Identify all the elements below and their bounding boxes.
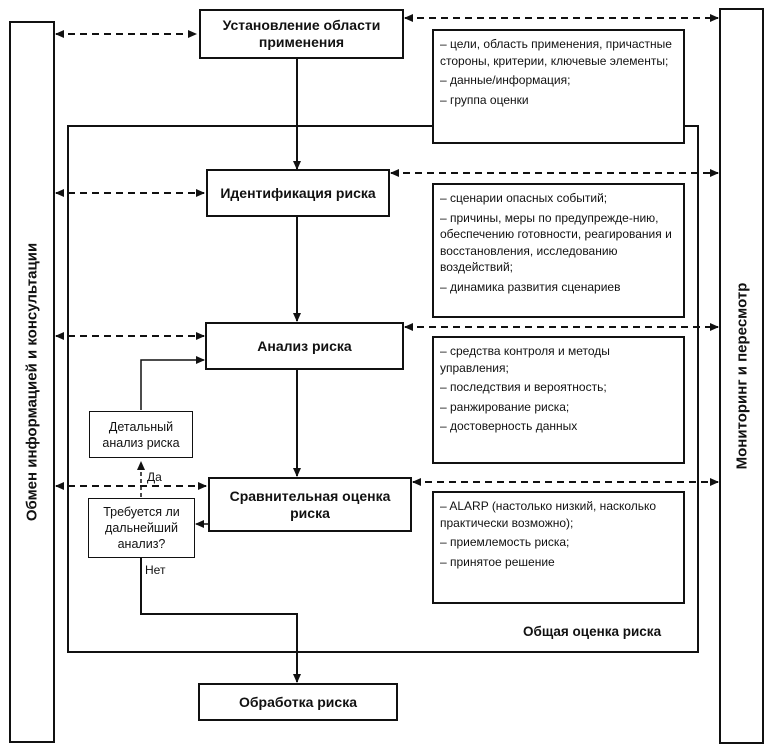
notes-evaluation-item: – принятое решение bbox=[440, 554, 555, 569]
decision-no-label: Нет bbox=[145, 563, 166, 577]
notes-context-item: – цели, область применения, причастные с… bbox=[440, 37, 672, 68]
notes-evaluation-item: – приемлемость риска; bbox=[440, 535, 570, 549]
risk-assessment-label: Общая оценка риска bbox=[523, 624, 662, 639]
notes-context-item: – данные/информация; bbox=[440, 73, 571, 87]
further-analysis-decision: Требуется ли дальнейший анализ? bbox=[88, 498, 195, 558]
flow-detailed-to-analysis bbox=[140, 356, 205, 410]
notes-identification-item: – динамика развития сценариев bbox=[440, 279, 621, 294]
notes-analysis-item: – средства контроля и методы управления; bbox=[440, 344, 610, 375]
step-evaluation: Сравнительная оценка риска bbox=[208, 477, 412, 532]
step-context-label: Установление области применения bbox=[222, 17, 381, 50]
monitoring-review-label: Мониторинг и пересмотр bbox=[733, 282, 750, 470]
step-analysis-label: Анализ риска bbox=[257, 337, 352, 354]
notes-analysis: – средства контроля и методы управления;… bbox=[432, 336, 685, 464]
notes-context: – цели, область применения, причастные с… bbox=[432, 29, 685, 144]
communication-consultation-label: Обмен информацией и консультации bbox=[23, 242, 41, 522]
decision-yes-label: Да bbox=[147, 470, 162, 484]
notes-identification: – сценарии опасных событий; – причины, м… bbox=[432, 183, 685, 318]
notes-analysis-item: – достоверность данных bbox=[440, 419, 578, 433]
detailed-analysis-box: Детальный анализ риска bbox=[89, 411, 193, 458]
risk-assessment-region bbox=[67, 125, 699, 653]
notes-evaluation: – ALARP (настолько низкий, насколько пра… bbox=[432, 491, 685, 604]
step-evaluation-label: Сравнительная оценка риска bbox=[229, 487, 391, 521]
step-identification: Идентификация риска bbox=[206, 169, 390, 217]
step-treatment-label: Обработка риска bbox=[238, 693, 357, 710]
detailed-analysis-label: Детальный анализ риска bbox=[102, 419, 180, 450]
step-treatment: Обработка риска bbox=[198, 683, 398, 721]
step-context: Установление области применения bbox=[199, 9, 404, 59]
monitoring-review-bar: Мониторинг и пересмотр bbox=[719, 8, 764, 744]
flow-decision-no bbox=[140, 558, 301, 683]
communication-consultation-bar: Обмен информацией и консультации bbox=[9, 21, 55, 743]
step-analysis: Анализ риска bbox=[205, 322, 404, 370]
notes-analysis-item: – ранжирование риска; bbox=[440, 399, 570, 414]
notes-analysis-item: – последствия и вероятность; bbox=[440, 380, 607, 394]
step-identification-label: Идентификация риска bbox=[220, 184, 376, 201]
notes-context-item: – группа оценки bbox=[440, 92, 529, 107]
notes-evaluation-item: – ALARP (настолько низкий, насколько пра… bbox=[440, 499, 657, 530]
notes-identification-item: – причины, меры по предупрежде-нию, обес… bbox=[440, 210, 672, 275]
further-analysis-question: Требуется ли дальнейший анализ? bbox=[103, 505, 180, 551]
notes-identification-item: – сценарии опасных событий; bbox=[440, 191, 608, 205]
